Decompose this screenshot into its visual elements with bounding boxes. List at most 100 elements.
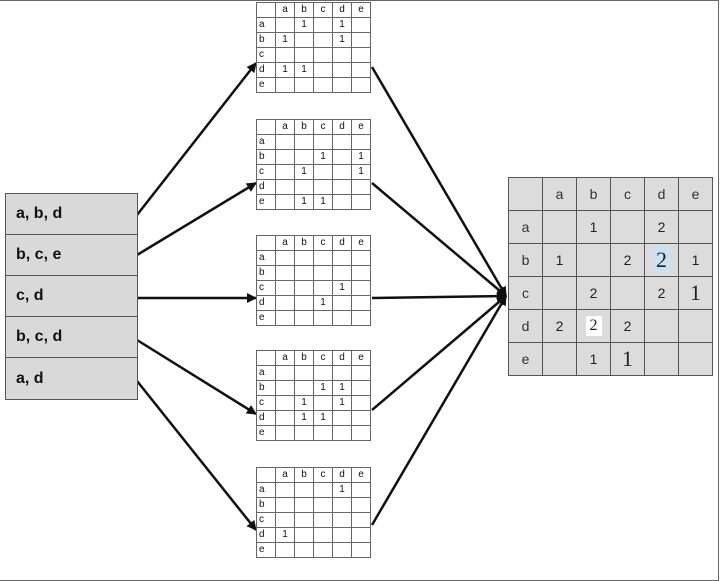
count-cell [332, 179, 352, 195]
count-cell: 1 [610, 342, 645, 376]
count-cell [294, 482, 314, 498]
count-cell: 1 [313, 410, 333, 426]
count-cell: 1 [294, 410, 314, 426]
row-header: b [256, 497, 276, 513]
count-cell [294, 250, 314, 266]
row-header: b [256, 380, 276, 396]
count-cell [275, 410, 295, 426]
count-cell [332, 250, 352, 266]
count-cell [351, 395, 371, 411]
count-cell [351, 295, 371, 311]
arrow-m2-result [371, 182, 507, 297]
count-cell [351, 410, 371, 426]
count-cell [313, 527, 333, 543]
row-header: e [508, 342, 543, 376]
count-cell [275, 295, 295, 311]
column-header: b [294, 350, 314, 366]
count-cell [351, 62, 371, 78]
count-cell: 1 [313, 194, 333, 210]
matrix-corner-cell [256, 350, 276, 366]
count-cell: 2 [542, 309, 577, 343]
row-header: d [256, 410, 276, 426]
count-cell [313, 32, 333, 48]
row-header: e [256, 542, 276, 558]
count-cell [275, 77, 295, 93]
count-cell [678, 309, 713, 343]
matrix-row: b [256, 265, 371, 281]
count-cell: 1 [332, 380, 352, 396]
count-cell [332, 410, 352, 426]
column-header: b [294, 2, 314, 18]
count-cell: 1 [275, 32, 295, 48]
count-cell [275, 179, 295, 195]
count-cell [351, 482, 371, 498]
count-cell [275, 149, 295, 165]
count-cell [275, 280, 295, 296]
matrix-corner-cell [256, 119, 276, 135]
count-cell: 1 [678, 276, 713, 310]
column-header: c [313, 350, 333, 366]
count-cell [275, 497, 295, 513]
count-cell: 1 [332, 32, 352, 48]
count-cell: 2 [576, 276, 611, 310]
count-cell [275, 134, 295, 150]
count-cell [275, 47, 295, 63]
row-header: c [256, 164, 276, 180]
count-cell [294, 527, 314, 543]
count-cell [313, 425, 333, 441]
count-cell [275, 194, 295, 210]
count-cell [351, 179, 371, 195]
column-header: d [332, 467, 352, 483]
count-cell [644, 309, 679, 343]
count-cell [313, 280, 333, 296]
arrow-m4-result [371, 295, 507, 411]
column-header: e [678, 177, 713, 211]
transaction-item: b, c, d [6, 317, 137, 358]
count-cell [294, 295, 314, 311]
column-header: c [610, 177, 645, 211]
column-header: b [294, 235, 314, 251]
column-header: b [294, 467, 314, 483]
count-cell [351, 380, 371, 396]
count-cell [644, 342, 679, 376]
matrix-row: e [256, 310, 371, 326]
column-header: b [294, 119, 314, 135]
count-cell [332, 365, 352, 381]
count-cell [332, 265, 352, 281]
count-cell [610, 210, 645, 244]
column-header: a [275, 235, 295, 251]
count-cell [275, 482, 295, 498]
count-cell [294, 512, 314, 528]
count-cell [313, 310, 333, 326]
column-header: c [313, 467, 333, 483]
column-header: e [351, 2, 371, 18]
count-cell: 1 [294, 164, 314, 180]
count-cell [332, 62, 352, 78]
count-cell [332, 47, 352, 63]
column-header: c [313, 2, 333, 18]
count-cell [332, 134, 352, 150]
count-cell [351, 280, 371, 296]
count-cell [313, 179, 333, 195]
row-header: c [256, 280, 276, 296]
count-cell [313, 47, 333, 63]
column-header: a [275, 119, 295, 135]
count-cell: 1 [294, 395, 314, 411]
count-cell [294, 380, 314, 396]
matrix-row: c [256, 47, 371, 63]
count-cell [313, 395, 333, 411]
row-header: b [256, 265, 276, 281]
count-cell [294, 280, 314, 296]
count-cell: 1 [313, 380, 333, 396]
count-cell [351, 542, 371, 558]
count-cell: 1 [294, 62, 314, 78]
count-cell [275, 425, 295, 441]
count-cell [275, 395, 295, 411]
count-cell [313, 265, 333, 281]
count-cell [313, 542, 333, 558]
